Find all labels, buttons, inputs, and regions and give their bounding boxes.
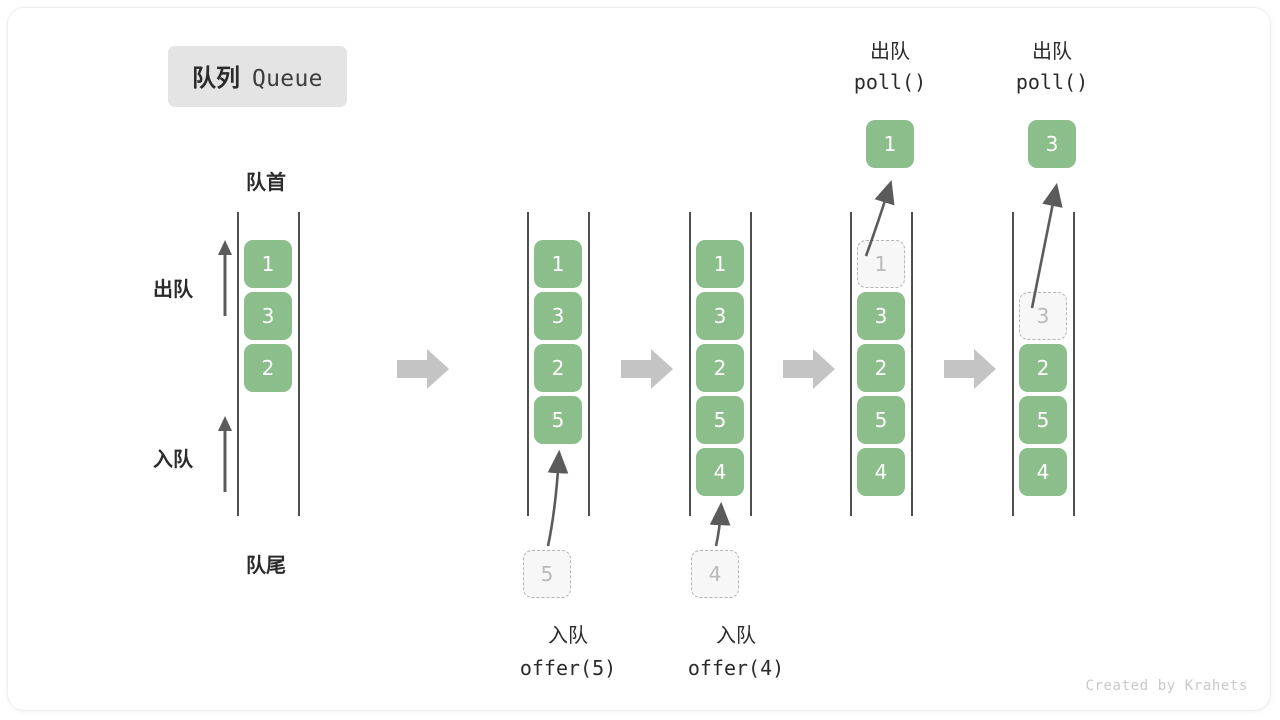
title-chinese: 队列: [192, 64, 240, 92]
dequeue-direction-arrow: [214, 240, 236, 321]
enqueue-motion-arrow: [709, 501, 731, 547]
outgoing-box: 1: [866, 120, 914, 168]
caption-code: poll(): [853, 70, 927, 94]
watermark: Created by Krahets: [1085, 678, 1248, 694]
queue-item: 2: [244, 344, 292, 392]
incoming-ghost-box: 4: [691, 550, 739, 598]
diagram-stage: 队列 Queue 队首 队尾 出队 入队 1 3 2 1 3: [8, 8, 1270, 710]
queue-item-new: 4: [696, 448, 744, 496]
caption-code: poll(): [1015, 70, 1089, 94]
rail-left: [1012, 212, 1014, 516]
caption-chinese: 出队: [1032, 39, 1072, 63]
incoming-ghost-box: 5: [523, 550, 571, 598]
code-suffix: ): [604, 656, 617, 680]
rail-left: [689, 212, 691, 516]
caption-chinese: 入队: [716, 623, 756, 647]
label-rear: 队尾: [246, 553, 286, 577]
queue-item: 3: [534, 292, 582, 340]
queue-item-removed: 3: [1019, 292, 1067, 340]
rail-left: [850, 212, 852, 516]
title-badge: 队列 Queue: [168, 46, 347, 107]
outgoing-box: 3: [1028, 120, 1076, 168]
rail-right: [911, 212, 913, 516]
queue-item: 4: [1019, 448, 1067, 496]
queue-item: 5: [696, 396, 744, 444]
queue-item: 3: [857, 292, 905, 340]
queue-item: 3: [244, 292, 292, 340]
rail-left: [237, 212, 239, 516]
diagram-card: 队列 Queue 队首 队尾 出队 入队 1 3 2 1 3: [8, 8, 1270, 710]
caption-code: offer(4): [676, 656, 796, 680]
queue-item: 5: [1019, 396, 1067, 444]
rail-left: [527, 212, 529, 516]
transition-arrow-icon: [783, 347, 835, 396]
queue-item: 2: [696, 344, 744, 392]
queue-item: 3: [696, 292, 744, 340]
queue-item: 2: [857, 344, 905, 392]
queue-item: 2: [534, 344, 582, 392]
queue-item: 4: [857, 448, 905, 496]
dequeue-motion-arrow: [1030, 182, 1063, 309]
transition-arrow-icon: [944, 347, 996, 396]
rail-right: [750, 212, 752, 516]
code-prefix: offer(: [687, 656, 761, 680]
rail-right: [1073, 212, 1075, 516]
code-prefix: offer(: [519, 656, 593, 680]
title-english: Queue: [252, 66, 323, 92]
queue-item: 1: [244, 240, 292, 288]
rail-right: [588, 212, 590, 516]
code-suffix: ): [772, 656, 785, 680]
caption-chinese: 出队: [870, 39, 910, 63]
queue-item: 5: [857, 396, 905, 444]
queue-item: 1: [534, 240, 582, 288]
code-number: 5: [592, 656, 605, 680]
label-dequeue-direction: 出队: [153, 277, 193, 301]
queue-item-removed: 1: [857, 240, 905, 288]
label-front: 队首: [246, 170, 286, 194]
queue-item: 1: [696, 240, 744, 288]
queue-item-new: 5: [534, 396, 582, 444]
rail-right: [298, 212, 300, 516]
code-number: 4: [760, 656, 773, 680]
caption-code: offer(5): [508, 656, 628, 680]
caption-chinese: 入队: [548, 623, 588, 647]
queue-item: 2: [1019, 344, 1067, 392]
enqueue-direction-arrow: [214, 416, 236, 497]
label-enqueue-direction: 入队: [153, 447, 193, 471]
transition-arrow-icon: [621, 347, 673, 396]
transition-arrow-icon: [397, 347, 449, 396]
enqueue-motion-arrow: [546, 449, 569, 547]
